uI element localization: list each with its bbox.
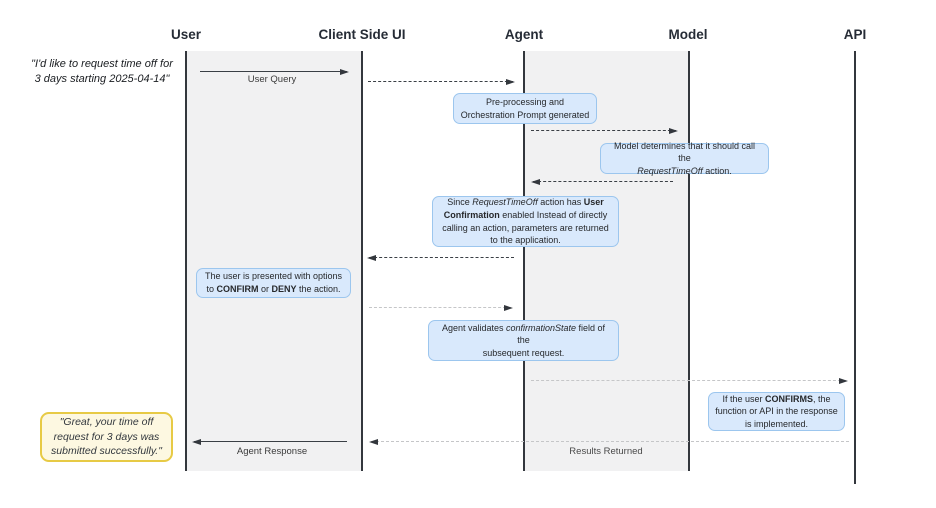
arrow-model-to-agent — [531, 179, 673, 185]
arrow-user-query — [200, 69, 349, 75]
lifeline-label-user: User — [170, 27, 202, 42]
lifeline-label-model: Model — [668, 27, 708, 42]
arrow-head-icon — [192, 439, 201, 445]
arrow-head-icon — [506, 79, 515, 85]
user-query-label: User Query — [247, 74, 297, 85]
arrow-agent-response — [192, 439, 347, 445]
lifeline-label-api: API — [843, 27, 867, 42]
user-request-quote: "I'd like to request time off for 3 days… — [31, 58, 173, 85]
arrow-head-icon — [531, 179, 540, 185]
note-preprocessing: Pre-processing and Orchestration Prompt … — [453, 93, 597, 124]
arrow-head-icon — [669, 128, 678, 134]
arrow-head-icon — [839, 378, 848, 384]
activation-band-user-clientui — [185, 51, 363, 471]
final-response-quote: "Great, your time off request for 3 days… — [40, 412, 173, 462]
arrow-head-icon — [504, 305, 513, 311]
arrow-head-icon — [340, 69, 349, 75]
agent-response-label: Agent Response — [236, 446, 308, 457]
note-user-confirmation: Since RequestTimeOff action has User Con… — [432, 196, 619, 247]
arrow-head-icon — [369, 439, 378, 445]
lifeline-label-agent: Agent — [504, 27, 544, 42]
arrow-results-returned — [369, 439, 849, 445]
arrow-agent-to-clientui — [367, 255, 514, 261]
note-model-determines: Model determines that it should call the… — [600, 141, 769, 176]
note-confirms-implemented: If the user CONFIRMS, the function or AP… — [708, 392, 845, 431]
arrow-agent-to-api — [531, 378, 848, 384]
results-returned-label: Results Returned — [569, 446, 643, 457]
arrow-clientui-to-agent-confirm — [369, 305, 513, 311]
arrow-clientui-to-agent — [368, 79, 515, 85]
arrow-agent-to-model — [531, 128, 678, 134]
lifeline-api — [854, 51, 856, 484]
lifeline-label-client-side-ui: Client Side UI — [318, 27, 406, 42]
note-confirm-deny: The user is presented with options to CO… — [196, 268, 351, 298]
arrow-head-icon — [367, 255, 376, 261]
note-agent-validates: Agent validates confirmationState field … — [428, 320, 619, 361]
